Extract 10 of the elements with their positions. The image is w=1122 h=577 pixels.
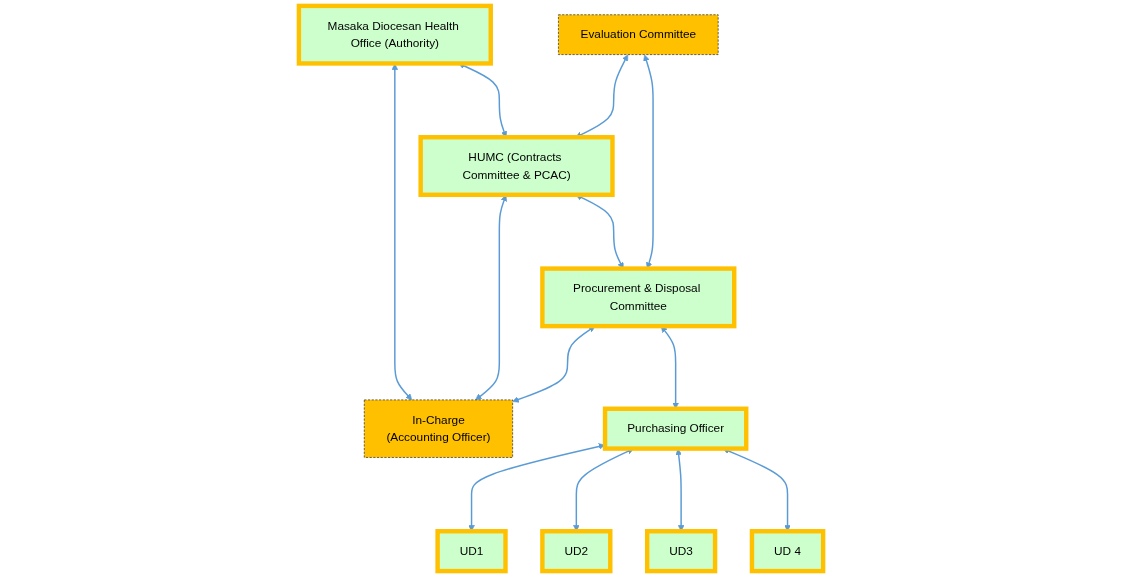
node-box: UD 4 [749,529,826,574]
node-box: Masaka Diocesan Health Office (Authority) [296,3,493,66]
node-box: HUMC (Contracts Committee & PCAC) [418,135,615,197]
node-box: In-Charge (Accounting Officer) [363,399,513,458]
node-box: UD1 [435,529,508,574]
node-box: Evaluation Committee [558,14,719,55]
node-box: UD2 [540,529,613,574]
node-box: Purchasing Officer [602,406,749,451]
node-box: Procurement & Disposal Committee [540,266,737,329]
node-box: UD3 [644,529,718,574]
